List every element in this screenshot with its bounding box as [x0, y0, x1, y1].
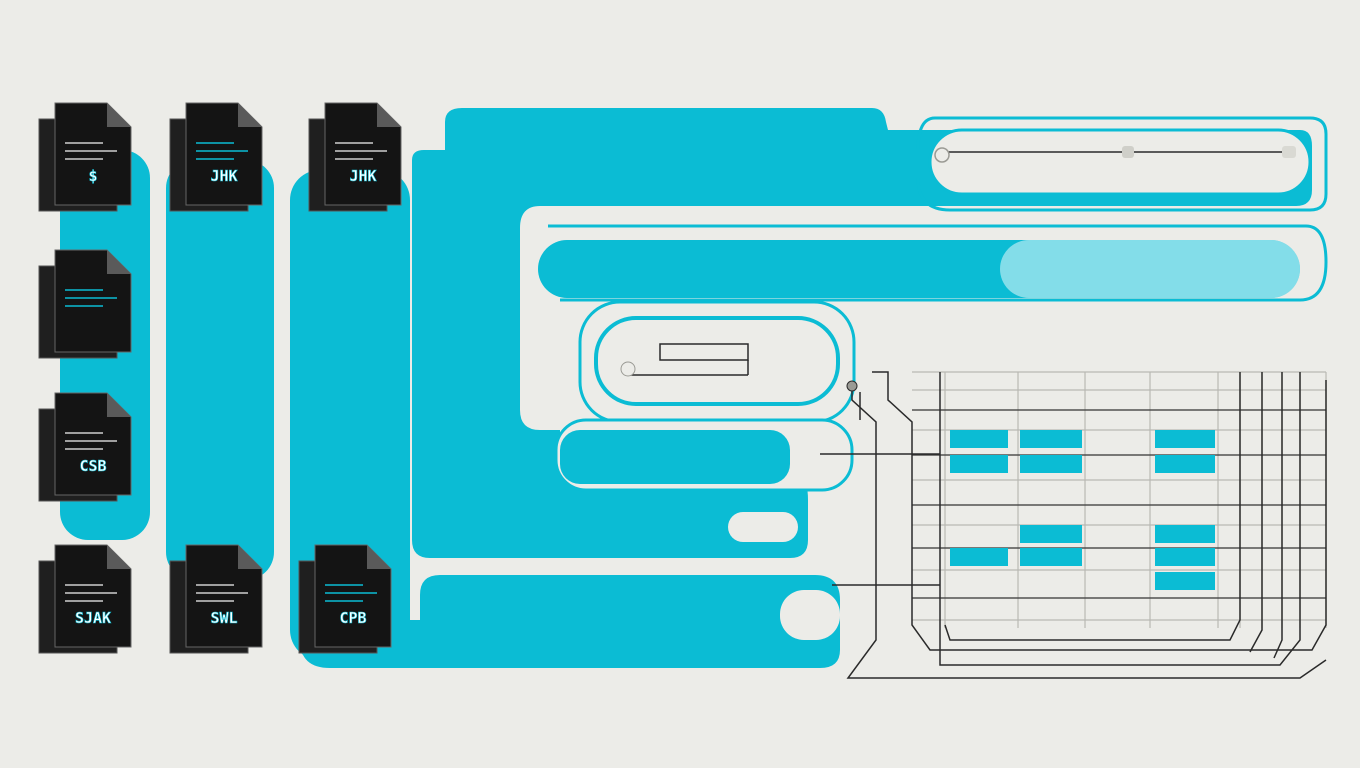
flow-wide-fade [1000, 240, 1300, 298]
document-6[interactable]: SWL [169, 544, 263, 654]
wire-node [846, 380, 858, 392]
folded-corner [107, 250, 131, 274]
grid-cell-filled [950, 455, 1008, 473]
document-7[interactable]: JHK [308, 102, 402, 212]
folded-corner [238, 103, 262, 127]
lane-middle [166, 160, 274, 580]
input-box[interactable] [659, 343, 749, 361]
flow-lower [300, 575, 840, 668]
document-label: $ [88, 167, 97, 185]
file-icon [54, 249, 132, 353]
file-icon [314, 544, 392, 648]
file-icon [185, 544, 263, 648]
document-label: SJAK [75, 609, 111, 627]
grid-cell-filled [1155, 455, 1215, 473]
document-1[interactable]: $ [38, 102, 132, 212]
loop-mid [594, 316, 840, 406]
file-icon [54, 102, 132, 206]
small-pill [728, 512, 798, 542]
document-2[interactable] [38, 249, 132, 359]
slider-handle-right[interactable] [1282, 146, 1296, 158]
file-icon [324, 102, 402, 206]
folded-corner [107, 393, 131, 417]
grid-cell-filled [950, 548, 1008, 566]
small-pill-2 [780, 590, 840, 640]
loop-top-inner [928, 128, 1312, 196]
grid-cell-filled [1020, 455, 1082, 473]
document-label: CSB [79, 457, 106, 475]
folded-corner [367, 545, 391, 569]
grid-cell-filled [1155, 525, 1215, 543]
wires [820, 371, 1327, 679]
grid-cell-filled [1020, 430, 1082, 448]
document-label: JHK [210, 167, 237, 185]
folded-corner [107, 103, 131, 127]
document-stack: $ CSB SJAK JHK SWL JHK CPB [38, 102, 402, 654]
grid-cell-filled [1155, 572, 1215, 590]
grid-cell-filled [1155, 430, 1215, 448]
loop-wide [548, 224, 1328, 302]
document-5[interactable]: JHK [169, 102, 263, 212]
file-icon [54, 544, 132, 648]
document-8[interactable]: CPB [298, 544, 392, 654]
data-grid [912, 371, 1327, 628]
document-4[interactable]: SJAK [38, 544, 132, 654]
document-3[interactable]: CSB [38, 392, 132, 502]
document-label: JHK [349, 167, 376, 185]
folded-corner [377, 103, 401, 127]
file-icon [54, 392, 132, 496]
loop-top [916, 116, 1328, 212]
grid-cell-filled [1155, 548, 1215, 566]
folded-corner [238, 545, 262, 569]
slider-handle-left[interactable] [934, 147, 950, 163]
lane-right [290, 170, 410, 660]
file-icon [185, 102, 263, 206]
grid-cell-filled [950, 430, 1008, 448]
document-label: CPB [339, 609, 366, 627]
loop-lower-fill [560, 430, 790, 484]
folded-corner [107, 545, 131, 569]
connector-dot [620, 361, 636, 377]
slider-handle-mid[interactable] [1122, 146, 1134, 158]
grid-cell-filled [1020, 525, 1082, 543]
document-label: SWL [210, 609, 237, 627]
grid-cell-filled [1020, 548, 1082, 566]
